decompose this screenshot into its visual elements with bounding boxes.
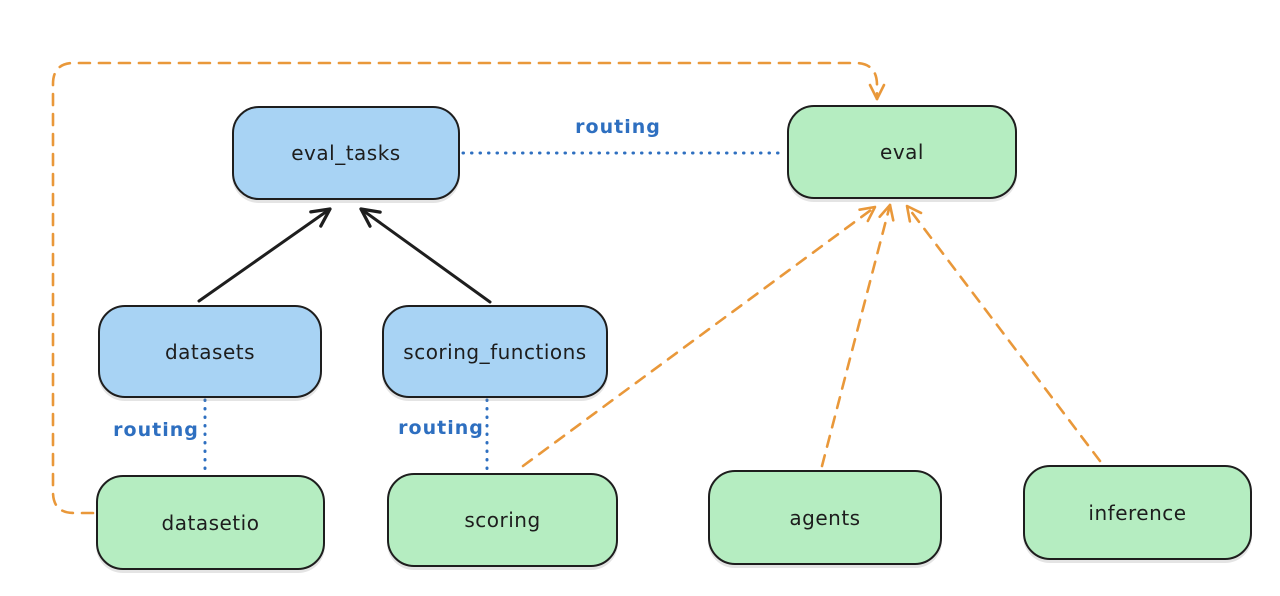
node-datasetio: datasetio: [96, 475, 325, 570]
node-inference-label: inference: [1088, 500, 1187, 525]
edge-label-routing-eval-tasks-eval: routing: [575, 116, 661, 138]
node-datasets: datasets: [98, 305, 322, 398]
node-agents-label: agents: [789, 505, 861, 530]
edge-datasetio-to-eval: [51, 61, 886, 515]
edge-scoring-to-eval: [521, 205, 877, 468]
edge-inference-to-eval: [905, 204, 1102, 463]
edge-label-routing-datasets-datasetio: routing: [113, 419, 199, 441]
node-datasets-label: datasets: [164, 339, 256, 364]
node-scoring: scoring: [387, 473, 618, 567]
edge-datasets-to-eval-tasks: [197, 207, 332, 303]
edge-label-routing-scoring-functions-scoring: routing: [398, 417, 484, 439]
node-inference: inference: [1023, 465, 1252, 560]
node-eval-label: eval: [880, 140, 924, 164]
node-agents: agents: [708, 470, 942, 565]
node-eval-tasks: eval_tasks: [232, 106, 460, 200]
edge-scoring-functions-to-eval-tasks: [359, 207, 492, 304]
node-eval-tasks-label: eval_tasks: [291, 141, 401, 165]
edge-agents-to-eval: [820, 203, 895, 468]
node-scoring-functions: scoring_functions: [382, 305, 608, 398]
node-eval: eval: [787, 105, 1017, 199]
node-scoring-functions-label: scoring_functions: [403, 339, 587, 364]
node-datasetio-label: datasetio: [161, 510, 260, 535]
node-scoring-label: scoring: [464, 508, 541, 532]
